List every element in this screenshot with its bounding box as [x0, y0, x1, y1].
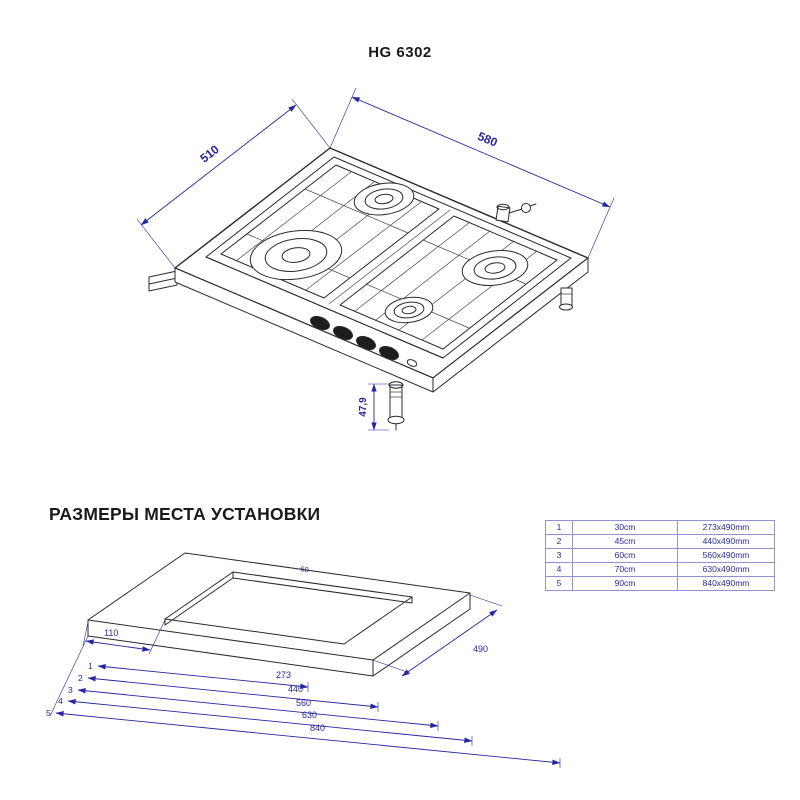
table-row: 4 70cm 630x490mm: [545, 562, 775, 577]
cell-row-number: 5: [545, 576, 573, 591]
hob-width-label: 510: [197, 142, 222, 166]
front-foot: [387, 381, 405, 431]
burner-front-right-small: [384, 296, 434, 324]
row-number-3: 3: [68, 685, 73, 695]
row-number-1: 1: [88, 661, 93, 671]
control-knobs: [310, 315, 418, 367]
width-840-label: 840: [310, 723, 325, 733]
right-foot: [559, 287, 573, 311]
cutout-drawing: 60 110 490 273 1 440 2: [46, 552, 561, 768]
width-440-label: 440: [288, 684, 303, 694]
cell-cutout-dims: 840x490mm: [677, 576, 775, 591]
row-number-2: 2: [78, 673, 83, 683]
burner-front-left-large: [249, 229, 343, 281]
width-273-label: 273: [276, 670, 291, 680]
cutout-hole: [164, 571, 413, 645]
hob-technical-drawing: 510 580 47,9: [136, 87, 615, 431]
hob-depth-label: 580: [476, 129, 500, 150]
table-row: 5 90cm 840x490mm: [545, 576, 775, 591]
dimension-offset-110: 110: [82, 619, 166, 655]
offset-110-label: 110: [104, 628, 118, 638]
burner-back-right: [461, 250, 529, 286]
installation-sizes-table: 1 30cm 273x490mm 2 45cm 440x490mm 3 60cm…: [545, 520, 775, 591]
gas-inlet: [495, 203, 537, 223]
dimension-height-479: 47,9: [358, 383, 389, 431]
dimension-depth-490: 490: [372, 594, 503, 677]
mounting-bracket: [148, 270, 178, 292]
table-row: 1 30cm 273x490mm: [545, 520, 775, 535]
width-dimensions: 273 1 440 2 560 3 630 4 840 5: [46, 635, 561, 768]
hob-body: [148, 147, 589, 431]
table-row: 2 45cm 440x490mm: [545, 534, 775, 549]
width-630-label: 630: [302, 710, 317, 720]
countertop-slab: [87, 552, 471, 677]
row-number-5: 5: [46, 708, 51, 718]
cutout-surface-label: 60: [300, 564, 310, 574]
product-title: HG 6302: [368, 44, 432, 61]
table-row: 3 60cm 560x490mm: [545, 548, 775, 563]
section-heading: РАЗМЕРЫ МЕСТА УСТАНОВКИ: [49, 504, 321, 524]
hob-height-label: 47,9: [358, 397, 369, 417]
row-number-4: 4: [58, 696, 63, 706]
width-560-label: 560: [296, 698, 311, 708]
cell-hob-size: 90cm: [572, 576, 678, 591]
depth-490-label: 490: [473, 644, 488, 654]
